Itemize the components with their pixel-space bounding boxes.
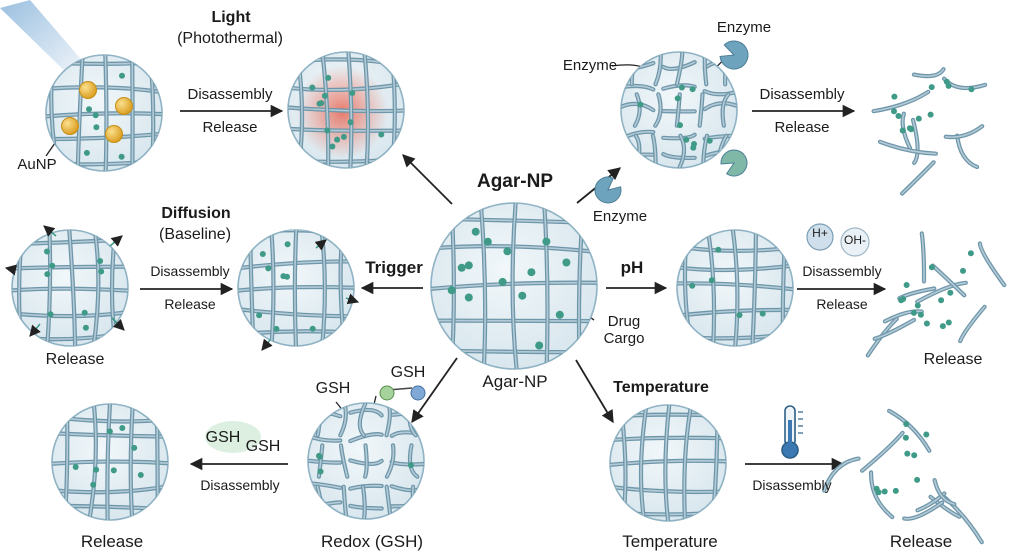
light-heated-sphere <box>287 51 405 169</box>
ph-arrow-bottom-label: Release <box>816 296 868 312</box>
gsh-cloud-label-b: GSH <box>245 438 281 455</box>
redox-release-sphere <box>51 403 169 521</box>
diffusion-release-arrow <box>29 323 41 337</box>
h-ion-label: H+ <box>812 226 828 240</box>
oh-ion-bubble <box>840 227 870 257</box>
arrow-center-to-light <box>402 154 453 205</box>
arrow-center-to-redox <box>411 357 458 424</box>
diffusion-arrow-top-label: Disassembly <box>150 263 230 279</box>
gsh-cloud <box>205 421 261 453</box>
temperature-title: Temperature <box>613 379 709 396</box>
diffusion-subtitle: (Baseline) <box>158 226 232 243</box>
enzyme-np-sphere <box>620 51 738 169</box>
ph-title: pH <box>620 258 644 277</box>
temperature-release-caption: Release <box>889 532 953 551</box>
light-title: Light <box>211 9 251 26</box>
enzyme-released-network <box>871 67 988 196</box>
diffusion-release-arrow <box>345 293 360 305</box>
enzyme-icon <box>720 149 748 177</box>
gsh-label-left: GSH <box>315 380 351 397</box>
enzyme-arrow-top-label: Disassembly <box>759 86 845 103</box>
diffusion-release-arrow <box>261 338 273 351</box>
ph-arrow-top-label: Disassembly <box>802 263 882 279</box>
gold-nanoparticle <box>61 117 79 135</box>
temperature-arrow-label: Disassembly <box>752 477 832 493</box>
temperature-sphere <box>609 404 727 522</box>
diffusion-release-arrow <box>4 264 17 276</box>
redox-caption: Redox (GSH) <box>320 532 424 551</box>
diffusion-release-caption: Release <box>45 351 105 368</box>
diffusion-arrow-bottom-label: Release <box>164 296 216 312</box>
light-beam <box>0 0 92 84</box>
enzyme-label-right: Enzyme <box>716 19 772 36</box>
thermometer-icon <box>781 405 803 459</box>
drug-label: Drug <box>607 313 641 330</box>
diffusion-release-arrow <box>111 317 125 331</box>
gold-nanoparticle <box>105 125 123 143</box>
cargo-label: Cargo <box>603 330 645 347</box>
diffusion-release-arrow <box>314 239 327 251</box>
temperature-released-network <box>822 408 984 545</box>
enzyme-label-bottom: Enzyme <box>592 208 648 225</box>
center-title: Agar-NP <box>476 171 553 192</box>
gsh-bead-blue <box>410 385 426 401</box>
enzyme-arrow-bottom-label: Release <box>774 119 830 136</box>
oh-ion-label: OH- <box>844 233 866 247</box>
diffusion-release-arrow <box>43 225 57 237</box>
gold-nanoparticle <box>115 97 133 115</box>
redox-sphere <box>307 402 425 520</box>
redox-release-caption: Release <box>80 532 144 551</box>
diffusion-trigger-sphere <box>237 229 355 347</box>
light-arrow-bottom-label: Release <box>202 119 258 136</box>
temperature-caption: Temperature <box>622 532 718 551</box>
diffusion-release-arrow <box>109 235 123 247</box>
light-arrow-top-label: Disassembly <box>187 86 273 103</box>
gold-nanoparticle <box>79 81 97 99</box>
aunp-label: AuNP <box>17 156 57 173</box>
h-ion-bubble <box>806 223 834 251</box>
ph-release-caption: Release <box>923 351 983 368</box>
redox-arrow-label: Disassembly <box>200 477 280 493</box>
light-subtitle: (Photothermal) <box>177 30 283 47</box>
enzyme-label-left: Enzyme <box>562 57 618 74</box>
diffusion-np-sphere <box>11 229 129 347</box>
trigger-label: Trigger <box>365 258 423 277</box>
ph-np-sphere <box>676 229 794 347</box>
center-subtitle: Agar-NP <box>482 372 548 391</box>
ph-released-network <box>865 231 1007 358</box>
gsh-label-molecule: GSH <box>390 364 426 381</box>
gsh-bead-green <box>379 385 395 401</box>
diffusion-title: Diffusion <box>161 205 231 222</box>
gsh-cloud-label-a: GSH <box>205 429 241 446</box>
enzyme-icon <box>594 176 622 204</box>
center-agar-np-sphere <box>430 202 598 370</box>
arrow-center-to-temperature <box>575 359 614 424</box>
enzyme-icon <box>719 40 749 70</box>
